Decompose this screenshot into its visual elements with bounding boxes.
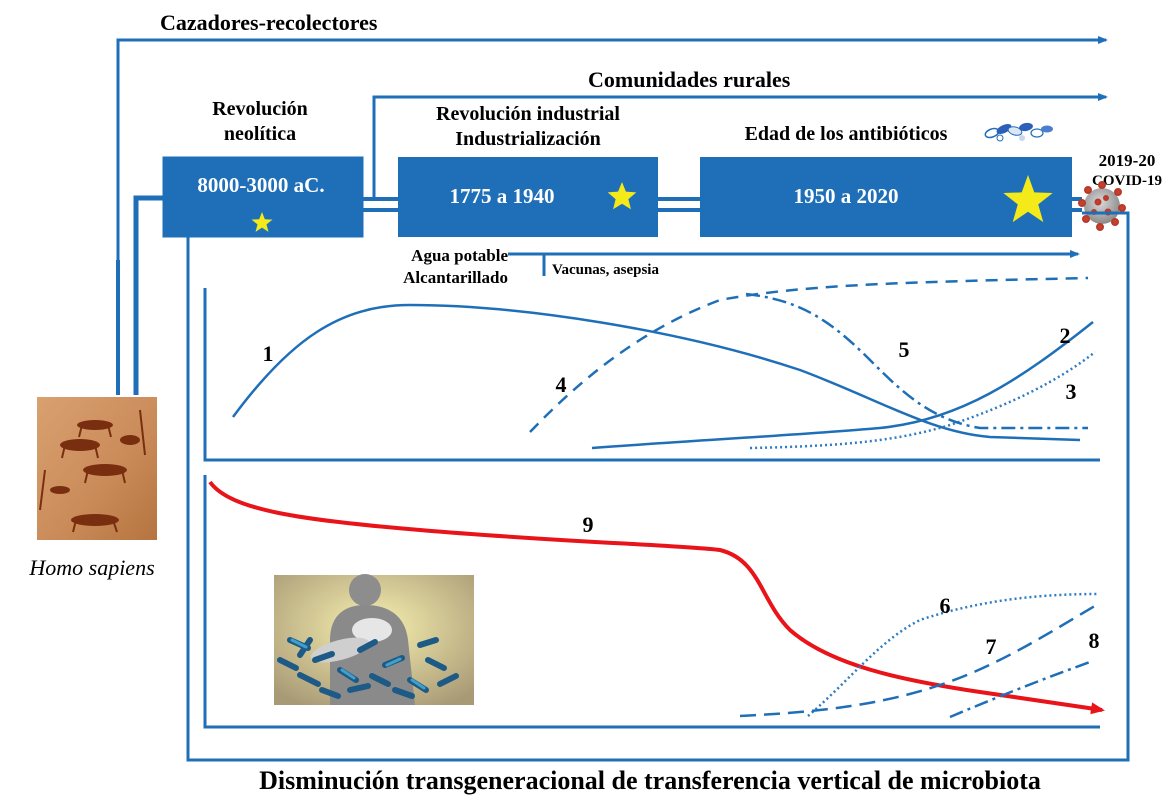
curve-2 — [591, 321, 1094, 450]
covid-label: COVID-19 — [1092, 173, 1162, 189]
lower-panel-axes — [203, 475, 1100, 729]
upper-panel-axes — [203, 288, 1100, 462]
upper-curves — [231, 276, 1096, 450]
curve-1 — [231, 303, 1081, 442]
outer-frame — [186, 211, 1130, 762]
vaccines-label: Vacunas, asepsia — [552, 262, 659, 278]
curve-label-3: 3 — [1066, 379, 1077, 404]
curve-7 — [739, 601, 1101, 718]
era-3-title-line1: Edad de los antibióticos — [745, 123, 948, 145]
era-2-title-line1: Revolución industrial — [436, 103, 620, 125]
homo-sapiens-label: Homo sapiens — [28, 555, 154, 580]
homo-sapiens-connector — [133, 195, 164, 395]
hunter-gatherers-label: Cazadores-recolectores — [160, 10, 378, 35]
virus-icon — [1078, 181, 1126, 231]
interventions-arrow: Agua potable Alcantarillado Vacunas, ase… — [403, 246, 1080, 287]
curve-label-6: 6 — [940, 593, 951, 618]
curve-label-9: 9 — [583, 512, 594, 537]
mother-baby-microbiota-image — [274, 574, 474, 705]
covid-years: 2019-20 — [1099, 151, 1156, 170]
footer-title: Disminución transgeneracional de transfe… — [259, 766, 1041, 795]
rural-communities-line — [372, 93, 1108, 200]
star-icon-small — [251, 212, 273, 232]
lower-curves — [208, 480, 1105, 719]
curve-5 — [745, 292, 1088, 430]
era-2-dates: 1775 a 1940 — [450, 184, 555, 208]
curve-label-5: 5 — [899, 337, 910, 362]
curve-label-8: 8 — [1089, 628, 1100, 653]
star-icon-large — [1003, 175, 1053, 223]
era-box-antibiotics: 1950 a 2020 — [700, 157, 1072, 237]
era-1-title-line2: neolítica — [224, 123, 296, 145]
curve-label-7: 7 — [986, 634, 997, 659]
era-box-industrial: 1775 a 1940 — [398, 157, 658, 237]
star-icon-medium — [607, 182, 637, 210]
era-3-dates: 1950 a 2020 — [794, 184, 899, 208]
curve-label-4: 4 — [556, 372, 567, 397]
pills-icon — [984, 122, 1053, 142]
curve-9 — [208, 480, 1105, 715]
curve-3 — [749, 351, 1096, 450]
curve-4 — [529, 276, 1089, 433]
sewer-label: Alcantarillado — [403, 268, 508, 287]
rural-communities-label: Comunidades rurales — [588, 67, 791, 92]
water-label: Agua potable — [411, 246, 508, 265]
era-box-neolithic: 8000-3000 aC. — [162, 156, 364, 238]
era-2-title-line2: Industrialización — [455, 128, 601, 150]
hunter-gatherers-line — [116, 36, 1108, 262]
curve-label-1: 1 — [263, 341, 274, 366]
era-1-title-line1: Revolución — [212, 98, 308, 120]
rural-communities-arrow: Comunidades rurales — [372, 67, 1108, 200]
era-1-dates: 8000-3000 aC. — [197, 173, 324, 197]
cave-painting-image — [37, 397, 157, 540]
curve-6 — [807, 592, 1099, 717]
hunter-gatherers-arrow: Cazadores-recolectores — [116, 10, 1108, 262]
era-connectors — [362, 197, 1082, 212]
curve-label-2: 2 — [1060, 323, 1071, 348]
